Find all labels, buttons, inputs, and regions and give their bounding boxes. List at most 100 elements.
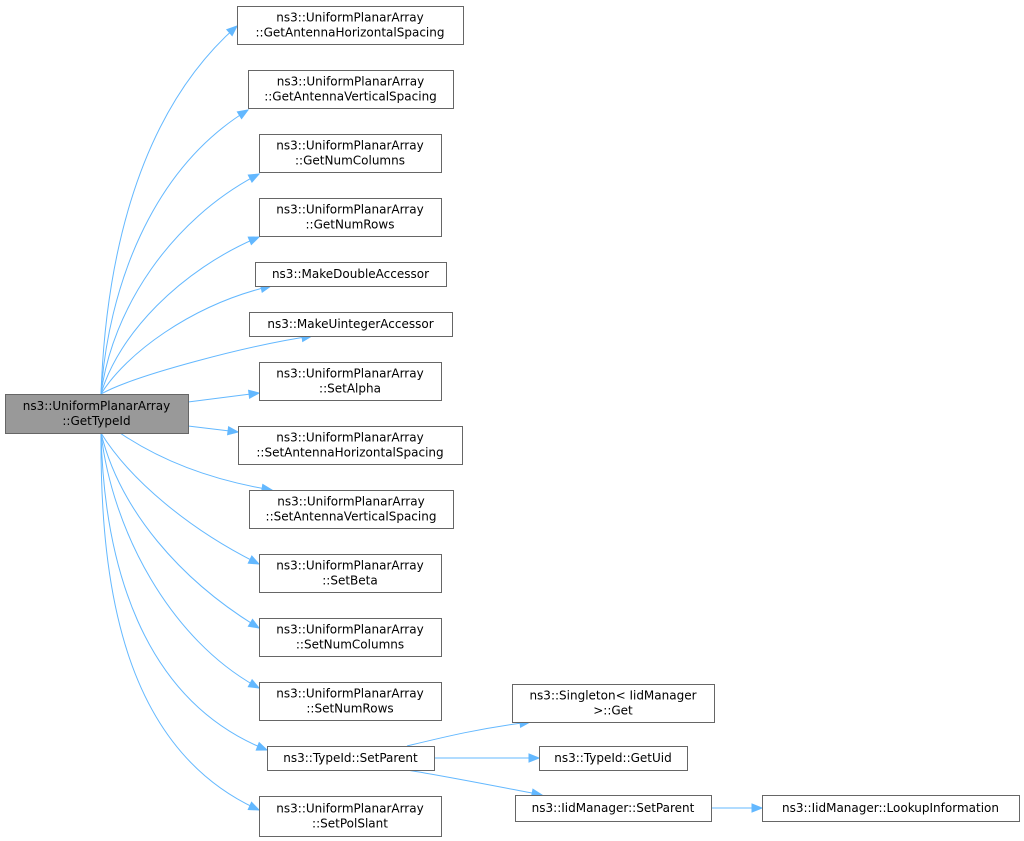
edges-layer: [100, 25, 764, 813]
node-typeid-set-parent[interactable]: ns3::TypeId::SetParent: [267, 746, 435, 771]
node-label-line: ns3::MakeDoubleAccessor: [272, 267, 429, 281]
arrow-typeid-set-parent: [255, 741, 269, 751]
node-get-num-rows[interactable]: ns3::UniformPlanarArray::GetNumRows: [259, 198, 442, 237]
node-singleton-get[interactable]: ns3::Singleton< IidManager>::Get: [512, 684, 715, 723]
arrow-typeid-get-uid: [528, 753, 541, 763]
node-box[interactable]: [762, 795, 1020, 822]
node-box[interactable]: [259, 198, 442, 237]
node-box[interactable]: [259, 618, 442, 657]
node-label-line: ns3::UniformPlanarArray: [277, 75, 424, 89]
node-set-antenna-horizontal-spacing[interactable]: ns3::UniformPlanarArray::SetAntennaHoriz…: [238, 426, 463, 465]
node-label-line: ::SetBeta: [322, 574, 377, 588]
node-get-type-id[interactable]: ns3::UniformPlanarArray::GetTypeId: [5, 394, 189, 434]
node-box[interactable]: [259, 682, 442, 721]
arrow-set-beta: [247, 555, 261, 565]
node-label-line: ns3::MakeUintegerAccessor: [267, 317, 433, 331]
node-label-line: ns3::UniformPlanarArray: [276, 203, 423, 217]
node-box[interactable]: [249, 490, 454, 529]
node-label-line: ::SetNumRows: [306, 702, 393, 716]
node-label-line: ::GetNumRows: [306, 218, 395, 232]
node-label-line: ns3::TypeId::GetUid: [554, 751, 672, 765]
edge-get-type-id-to-set-pol-slant: [100, 432, 260, 811]
edge-get-type-id-to-get-num-columns: [100, 173, 260, 395]
node-label-line: ns3::UniformPlanarArray: [23, 399, 170, 413]
node-box[interactable]: [267, 746, 435, 771]
node-box[interactable]: [259, 362, 442, 401]
arrow-set-antenna-horizontal-spacing: [226, 425, 240, 436]
node-set-antenna-vertical-spacing[interactable]: ns3::UniformPlanarArray::SetAntennaVerti…: [249, 490, 454, 529]
node-box[interactable]: [238, 426, 463, 465]
node-box[interactable]: [512, 684, 715, 723]
arrow-get-antenna-vertical-spacing: [236, 109, 250, 120]
arrow-set-num-columns: [247, 618, 261, 629]
arrow-get-antenna-horizontal-spacing: [225, 25, 239, 37]
arrow-set-num-rows: [247, 678, 261, 689]
node-set-pol-slant[interactable]: ns3::UniformPlanarArray::SetPolSlant: [259, 796, 442, 837]
node-label-line: ::GetAntennaVerticalSpacing: [264, 90, 437, 104]
node-label-line: >::Get: [593, 704, 633, 718]
node-iidmanager-lookup-information[interactable]: ns3::IidManager::LookupInformation: [762, 795, 1020, 822]
edge-get-type-id-to-make-uinteger-accessor: [100, 335, 313, 395]
node-get-antenna-vertical-spacing[interactable]: ns3::UniformPlanarArray::GetAntennaVerti…: [248, 70, 454, 109]
node-typeid-get-uid[interactable]: ns3::TypeId::GetUid: [539, 746, 688, 771]
node-label-line: ::GetAntennaHorizontalSpacing: [256, 26, 445, 40]
node-set-alpha[interactable]: ns3::UniformPlanarArray::SetAlpha: [259, 362, 442, 401]
arrow-set-alpha: [247, 389, 261, 400]
node-get-num-columns[interactable]: ns3::UniformPlanarArray::GetNumColumns: [259, 134, 442, 173]
node-label-line: ::SetAntennaHorizontalSpacing: [256, 446, 443, 460]
nodes-layer: ns3::UniformPlanarArray::GetTypeIdns3::U…: [5, 6, 1020, 837]
node-label-line: ::SetPolSlant: [312, 817, 388, 831]
node-label-line: ::GetTypeId: [62, 414, 130, 428]
node-label-line: ::SetNumColumns: [296, 638, 404, 652]
arrow-get-num-columns: [247, 173, 261, 184]
node-label-line: ::SetAntennaVerticalSpacing: [266, 510, 437, 524]
node-set-num-rows[interactable]: ns3::UniformPlanarArray::SetNumRows: [259, 682, 442, 721]
arrow-iidmanager-lookup-information: [751, 803, 764, 813]
node-box[interactable]: [539, 746, 688, 771]
edge-typeid-set-parent-to-singleton-get: [406, 721, 531, 747]
node-make-uinteger-accessor[interactable]: ns3::MakeUintegerAccessor: [249, 312, 453, 337]
edge-get-type-id-to-get-num-rows: [100, 236, 260, 395]
node-box[interactable]: [515, 795, 712, 822]
node-label-line: ns3::TypeId::SetParent: [283, 751, 418, 765]
node-make-double-accessor[interactable]: ns3::MakeDoubleAccessor: [255, 262, 447, 287]
edge-get-type-id-to-make-double-accessor: [100, 285, 272, 395]
node-box[interactable]: [259, 796, 442, 837]
node-label-line: ::SetAlpha: [319, 382, 381, 396]
node-label-line: ns3::Singleton< IidManager: [529, 689, 696, 703]
node-box[interactable]: [259, 134, 442, 173]
node-label-line: ns3::IidManager::LookupInformation: [782, 801, 999, 815]
node-label-line: ns3::UniformPlanarArray: [276, 367, 423, 381]
node-get-antenna-horizontal-spacing[interactable]: ns3::UniformPlanarArray::GetAntennaHoriz…: [237, 6, 464, 45]
node-label-line: ns3::UniformPlanarArray: [276, 687, 423, 701]
node-label-line: ns3::UniformPlanarArray: [276, 139, 423, 153]
node-label-line: ::GetNumColumns: [295, 154, 405, 168]
node-label-line: ns3::UniformPlanarArray: [276, 431, 423, 445]
node-label-line: ns3::UniformPlanarArray: [276, 802, 423, 816]
node-box[interactable]: [259, 554, 442, 593]
edge-get-type-id-to-get-antenna-horizontal-spacing: [100, 25, 238, 395]
edge-get-type-id-to-set-alpha: [187, 392, 260, 403]
node-box[interactable]: [237, 6, 464, 45]
node-set-num-columns[interactable]: ns3::UniformPlanarArray::SetNumColumns: [259, 618, 442, 657]
node-label-line: ns3::IidManager::SetParent: [532, 801, 695, 815]
node-label-line: ns3::UniformPlanarArray: [276, 559, 423, 573]
node-label-line: ns3::UniformPlanarArray: [276, 11, 423, 25]
edge-get-type-id-to-set-num-rows: [100, 432, 260, 689]
edge-get-type-id-to-typeid-set-parent: [100, 432, 268, 751]
node-box[interactable]: [5, 394, 189, 434]
node-label-line: ns3::UniformPlanarArray: [277, 495, 424, 509]
node-box[interactable]: [248, 70, 454, 109]
arrow-set-pol-slant: [247, 801, 261, 811]
node-box[interactable]: [255, 262, 447, 287]
edge-get-type-id-to-set-num-columns: [100, 432, 260, 629]
node-set-beta[interactable]: ns3::UniformPlanarArray::SetBeta: [259, 554, 442, 593]
edge-get-type-id-to-set-beta: [100, 432, 260, 565]
node-iidmanager-set-parent[interactable]: ns3::IidManager::SetParent: [515, 795, 712, 822]
node-label-line: ns3::UniformPlanarArray: [276, 623, 423, 637]
arrow-get-num-rows: [247, 236, 261, 246]
edge-get-type-id-to-get-antenna-vertical-spacing: [100, 109, 249, 395]
node-box[interactable]: [249, 312, 453, 337]
edge-get-type-id-to-set-antenna-vertical-spacing: [119, 432, 273, 491]
